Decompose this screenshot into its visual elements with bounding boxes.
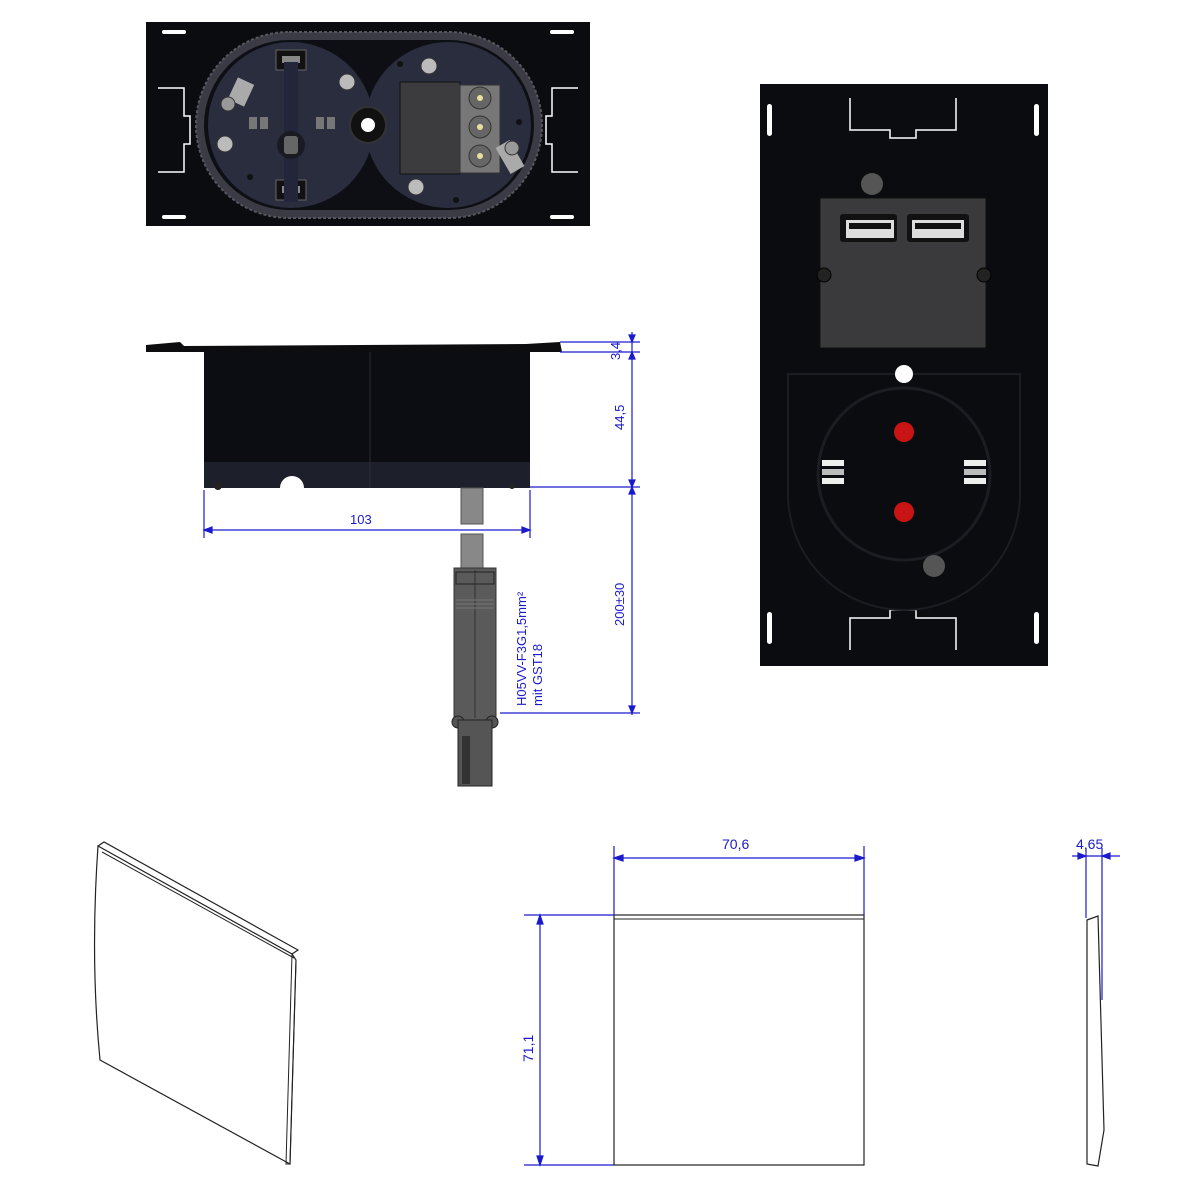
cover-isometric — [90, 838, 310, 1168]
cable-spec-line2: mit GST18 — [530, 643, 545, 706]
side-view: 103 3,4 44,5 200±30 H05VV-F3G1,5mm² mit … — [140, 330, 660, 790]
cable-spec-label: H05VV-F3G1,5mm² mit GST18 — [514, 592, 546, 706]
dim-cable-200: 200±30 — [612, 582, 627, 626]
dim-width-103: 103 — [350, 512, 372, 527]
bottom-view — [146, 22, 590, 226]
cover-side-view: 4,65 — [1060, 830, 1140, 1180]
dim-cover-thickness: 4,65 — [1076, 836, 1104, 852]
dim-cover-width: 70,6 — [722, 836, 750, 852]
dim-cover-height: 71,1 — [520, 1034, 536, 1062]
cover-front-view: 70,6 71,1 — [500, 830, 880, 1180]
front-view — [760, 84, 1048, 666]
cable-spec-line1: H05VV-F3G1,5mm² — [514, 591, 529, 706]
dim-flange-3-4: 3,4 — [608, 341, 623, 360]
dim-height-44-5: 44,5 — [612, 404, 627, 430]
